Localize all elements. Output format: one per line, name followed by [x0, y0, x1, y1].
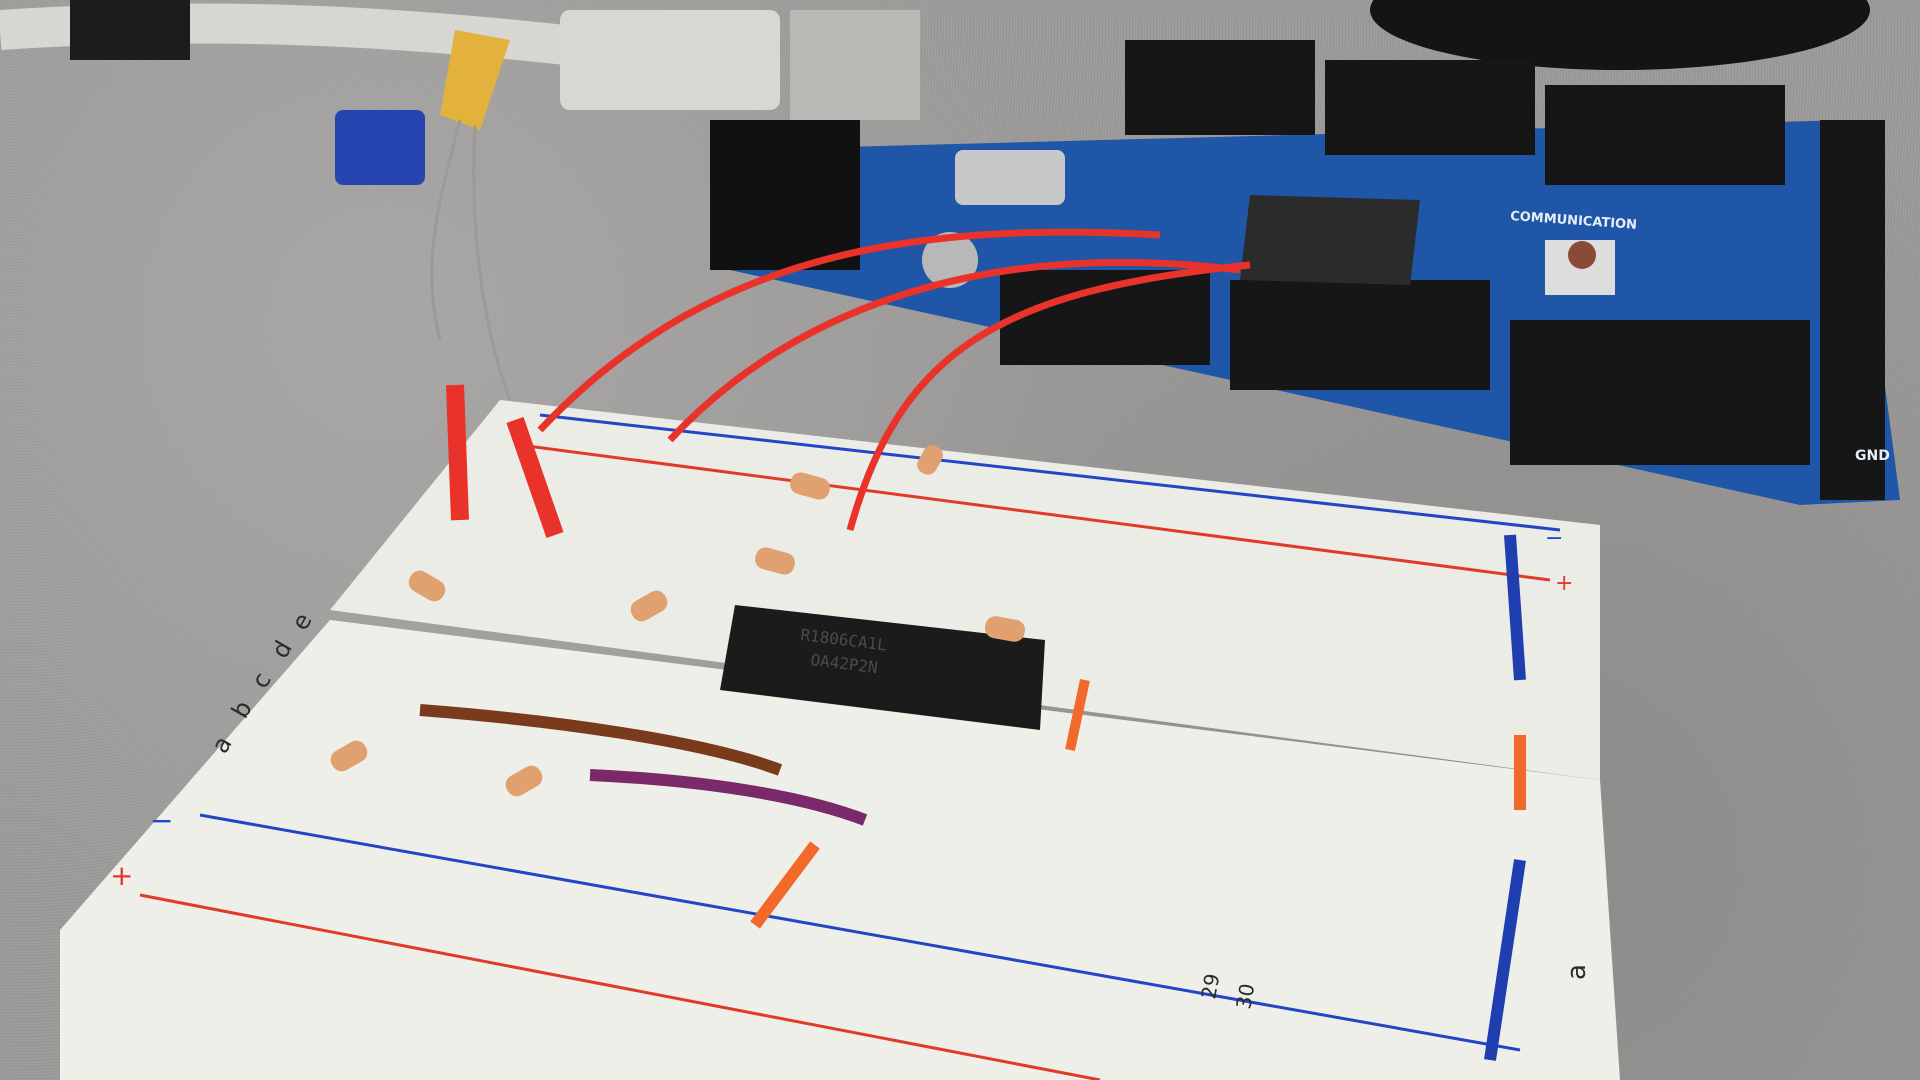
rail-blue-back: [539, 413, 1561, 532]
header-top-2: [1325, 60, 1535, 155]
resistors: [330, 445, 1026, 797]
blue-clip: [335, 110, 425, 185]
rail-blue-front: [199, 813, 1521, 1052]
purple-jumper: [589, 769, 868, 826]
row-label-e: e: [286, 608, 318, 635]
mcu-chip: [1240, 195, 1420, 285]
power-jack: [710, 120, 860, 270]
header-bottom-2: [1510, 320, 1810, 465]
resistor-2: [505, 765, 543, 797]
resistor-4: [408, 570, 446, 602]
rail-plus-label-front: +: [110, 859, 133, 892]
board-label-gnd: GND: [1855, 448, 1890, 464]
header-bottom-1: [1230, 280, 1490, 390]
orange-jumper-chip: [1065, 678, 1090, 752]
red-jumper-2: [667, 259, 1241, 443]
orange-jumper-front: [750, 841, 820, 929]
blue-jumper-1: [1504, 534, 1526, 681]
dark-object: [1370, 0, 1870, 70]
header-top-1: [1125, 40, 1315, 135]
resistor-7: [984, 616, 1026, 642]
row-label-c: c: [246, 668, 277, 693]
red-jumper-3: [846, 261, 1251, 531]
rail-red-back: [519, 443, 1551, 582]
arduino-board: COMMUNICATION GND: [710, 40, 1900, 505]
rail-minus-label-front: −: [150, 804, 173, 837]
strain-gauge: [430, 30, 512, 401]
header-side: [1820, 120, 1885, 500]
crystal: [955, 150, 1065, 205]
blue-jumper-2: [1484, 859, 1526, 1061]
resistor-5: [755, 547, 795, 575]
header-top-3: [1545, 85, 1785, 185]
black-connector: [70, 0, 190, 60]
column-30: 30: [1231, 982, 1259, 1011]
resistor-3: [630, 590, 668, 622]
brown-jumper: [419, 704, 783, 776]
row-label-d: d: [266, 636, 298, 663]
resistor-8: [917, 445, 943, 475]
rail-red-front: [139, 893, 1101, 1080]
ic-chip: R1806CA1L OA42P2N: [720, 605, 1045, 730]
red-jumper-1: [537, 228, 1161, 433]
usb-plug: [560, 10, 780, 110]
capacitor: [922, 232, 978, 288]
resistor-6: [790, 472, 830, 500]
row-label-a-right: a: [1562, 964, 1592, 980]
rail-plus-label: +: [1555, 571, 1573, 596]
rail-minus-label: −: [1545, 526, 1563, 551]
usb-port: [790, 10, 920, 120]
red-strain-lead-2: [506, 417, 564, 538]
red-strain-lead-1: [446, 384, 469, 521]
breadboard-back: − +: [330, 400, 1600, 780]
column-29: 29: [1196, 972, 1224, 1001]
resistor-1: [330, 740, 368, 772]
